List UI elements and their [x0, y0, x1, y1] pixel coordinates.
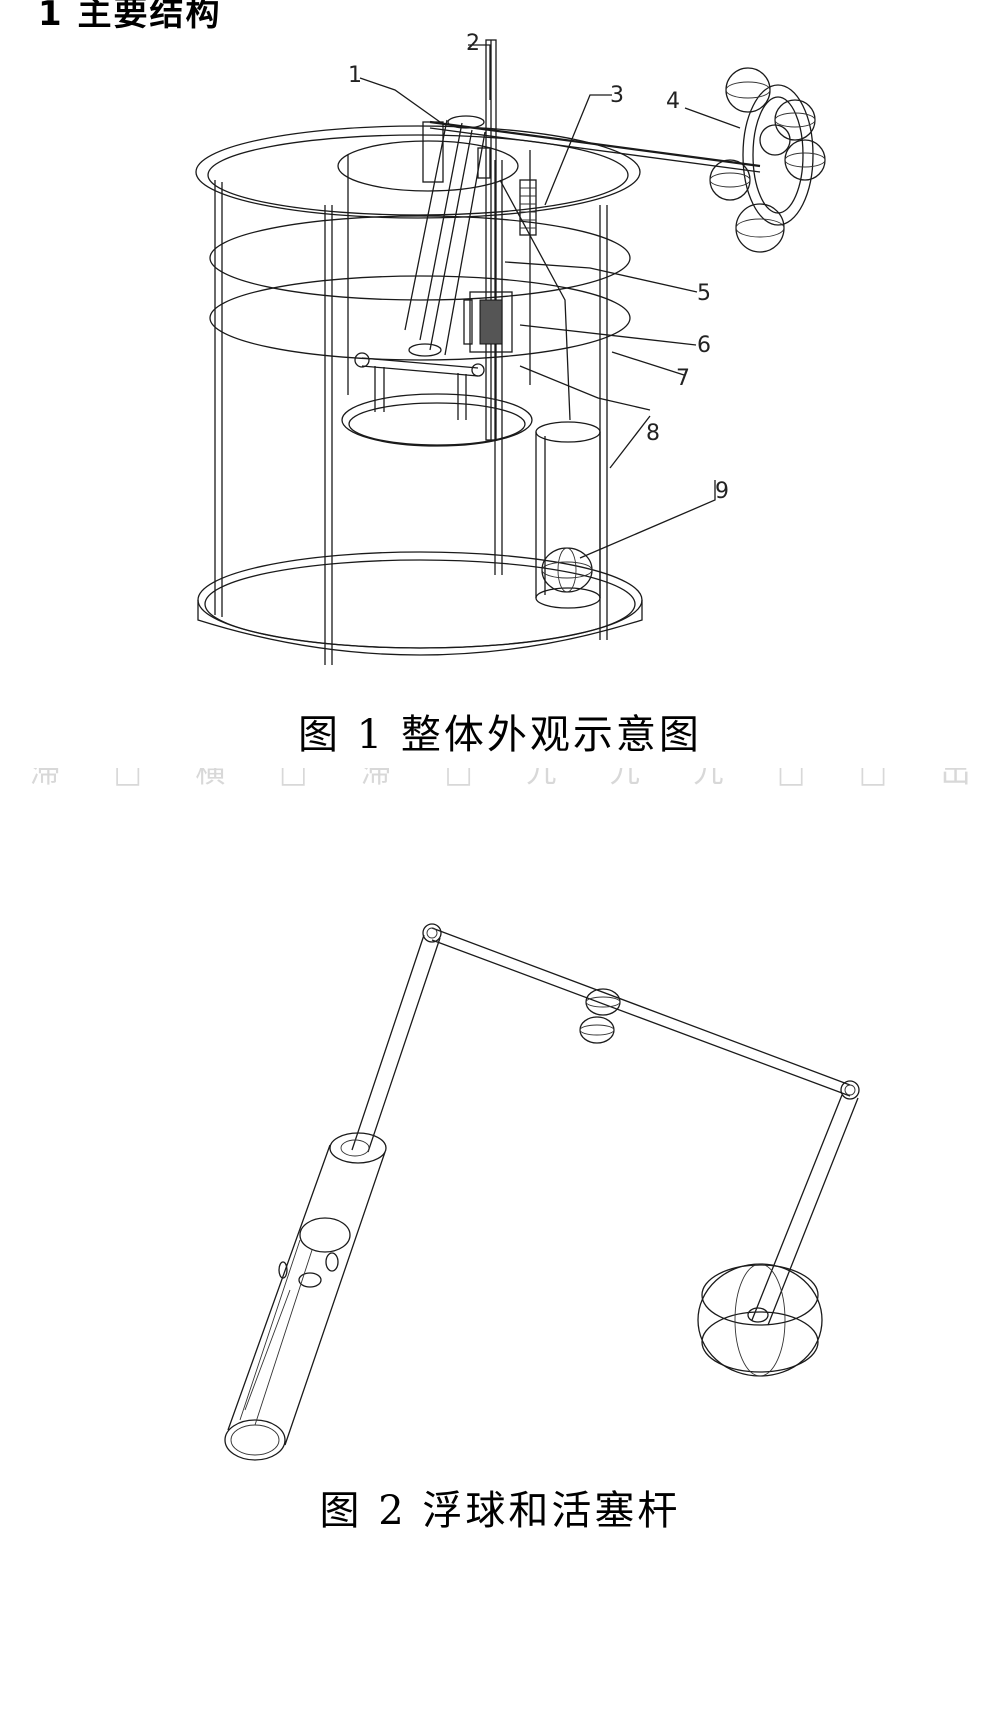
- callout-9: 9: [715, 479, 729, 504]
- generator-box: [469, 291, 513, 353]
- figure-1-caption: 图 1 整体外观示意图: [298, 712, 702, 758]
- piston-cylinder: [224, 1132, 387, 1461]
- callout-1: 1: [348, 63, 362, 88]
- callout-6: 6: [697, 333, 711, 358]
- piston-rod: [351, 934, 441, 1153]
- inner-top-ring: [337, 140, 519, 192]
- callout-5: 5: [697, 281, 711, 306]
- tank-bottom-rim: [197, 551, 643, 649]
- figure-2-caption: 图 2 浮球和活塞杆: [319, 1488, 681, 1534]
- lever-beam: [429, 120, 761, 168]
- callout-3: 3: [610, 83, 624, 108]
- figure-1-drawing: 1 2 3 4 5 6 7 8 9: [195, 31, 826, 665]
- callout-2: 2: [466, 31, 480, 56]
- tank-top-rim: [195, 125, 641, 219]
- figure-2-drawing: [224, 923, 860, 1461]
- top-link-bar: [431, 927, 851, 1097]
- small-ball-lower: [579, 1016, 615, 1044]
- float-ball: [541, 547, 593, 593]
- tank-ring-upper: [209, 215, 631, 301]
- float-rod: [751, 1094, 859, 1326]
- lower-pipe: [361, 357, 479, 377]
- large-float-ball: [697, 1263, 823, 1377]
- inner-disk: [341, 393, 533, 447]
- tank-ring-middle: [209, 275, 631, 361]
- callout-4: 4: [666, 89, 680, 114]
- section-heading: 1 主要结构: [38, 0, 222, 34]
- callout-7: 7: [676, 366, 690, 391]
- spring-element: [519, 179, 537, 236]
- cropped-text-line: 滞 □ 横 □ 滞 □ 九 九 九 □ □ 出 □ 中 人 □ 柱 □ 卡 答 …: [30, 768, 980, 790]
- float-ring-cluster: [709, 67, 826, 253]
- pump-tube: [404, 119, 463, 341]
- callout-8: 8: [646, 421, 660, 446]
